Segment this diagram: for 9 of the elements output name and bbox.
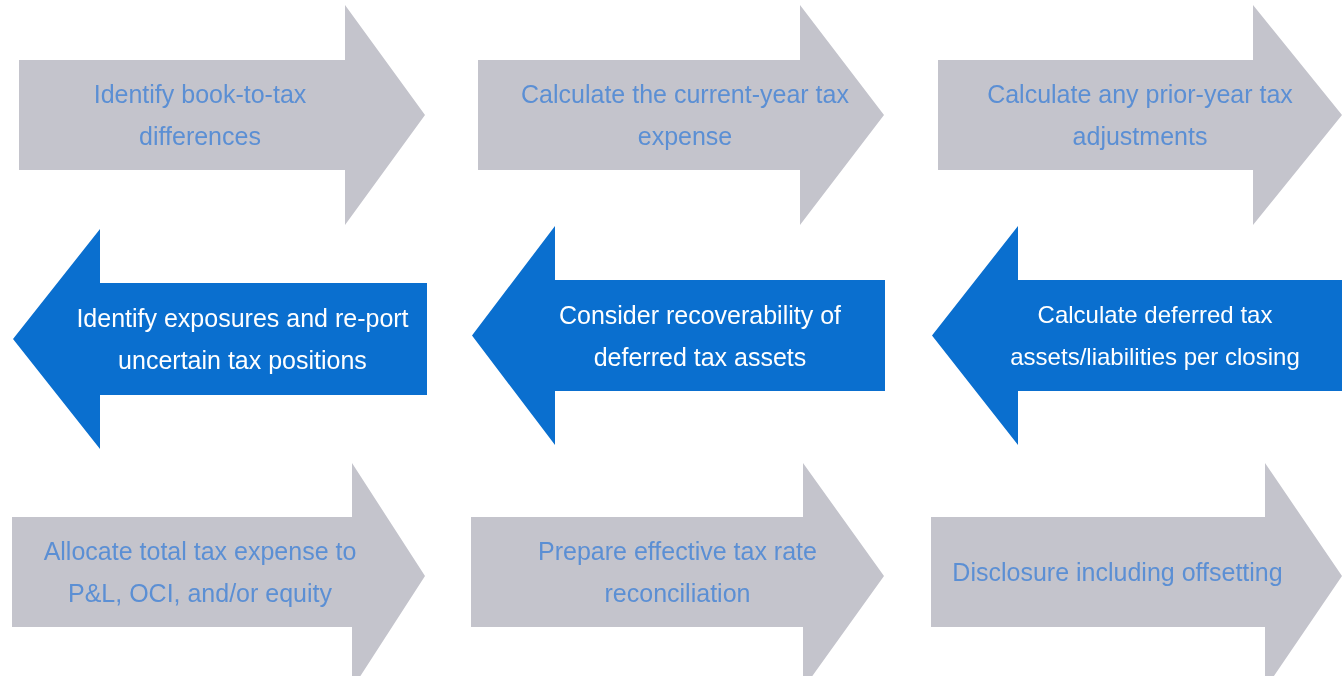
step-label: Identify exposures and re-port uncertain tax positions	[75, 303, 410, 376]
step-label: Identify book-to-tax differences	[92, 79, 308, 152]
step-label: Prepare effective tax rate reconciliation	[537, 536, 818, 609]
step-label: Calculate the current-year tax expense	[520, 79, 850, 152]
step-label: Calculate any prior-year tax adjustments	[986, 79, 1294, 152]
step-label: Allocate total tax expense to P&L, OCI, and/or equity	[42, 536, 358, 609]
step-label: Calculate deferred tax assets/liabilities per closing	[1009, 299, 1301, 372]
step-label: Consider recoverability of deferred tax assets	[557, 299, 843, 373]
step-label: Disclosure including offsetting	[952, 557, 1283, 588]
